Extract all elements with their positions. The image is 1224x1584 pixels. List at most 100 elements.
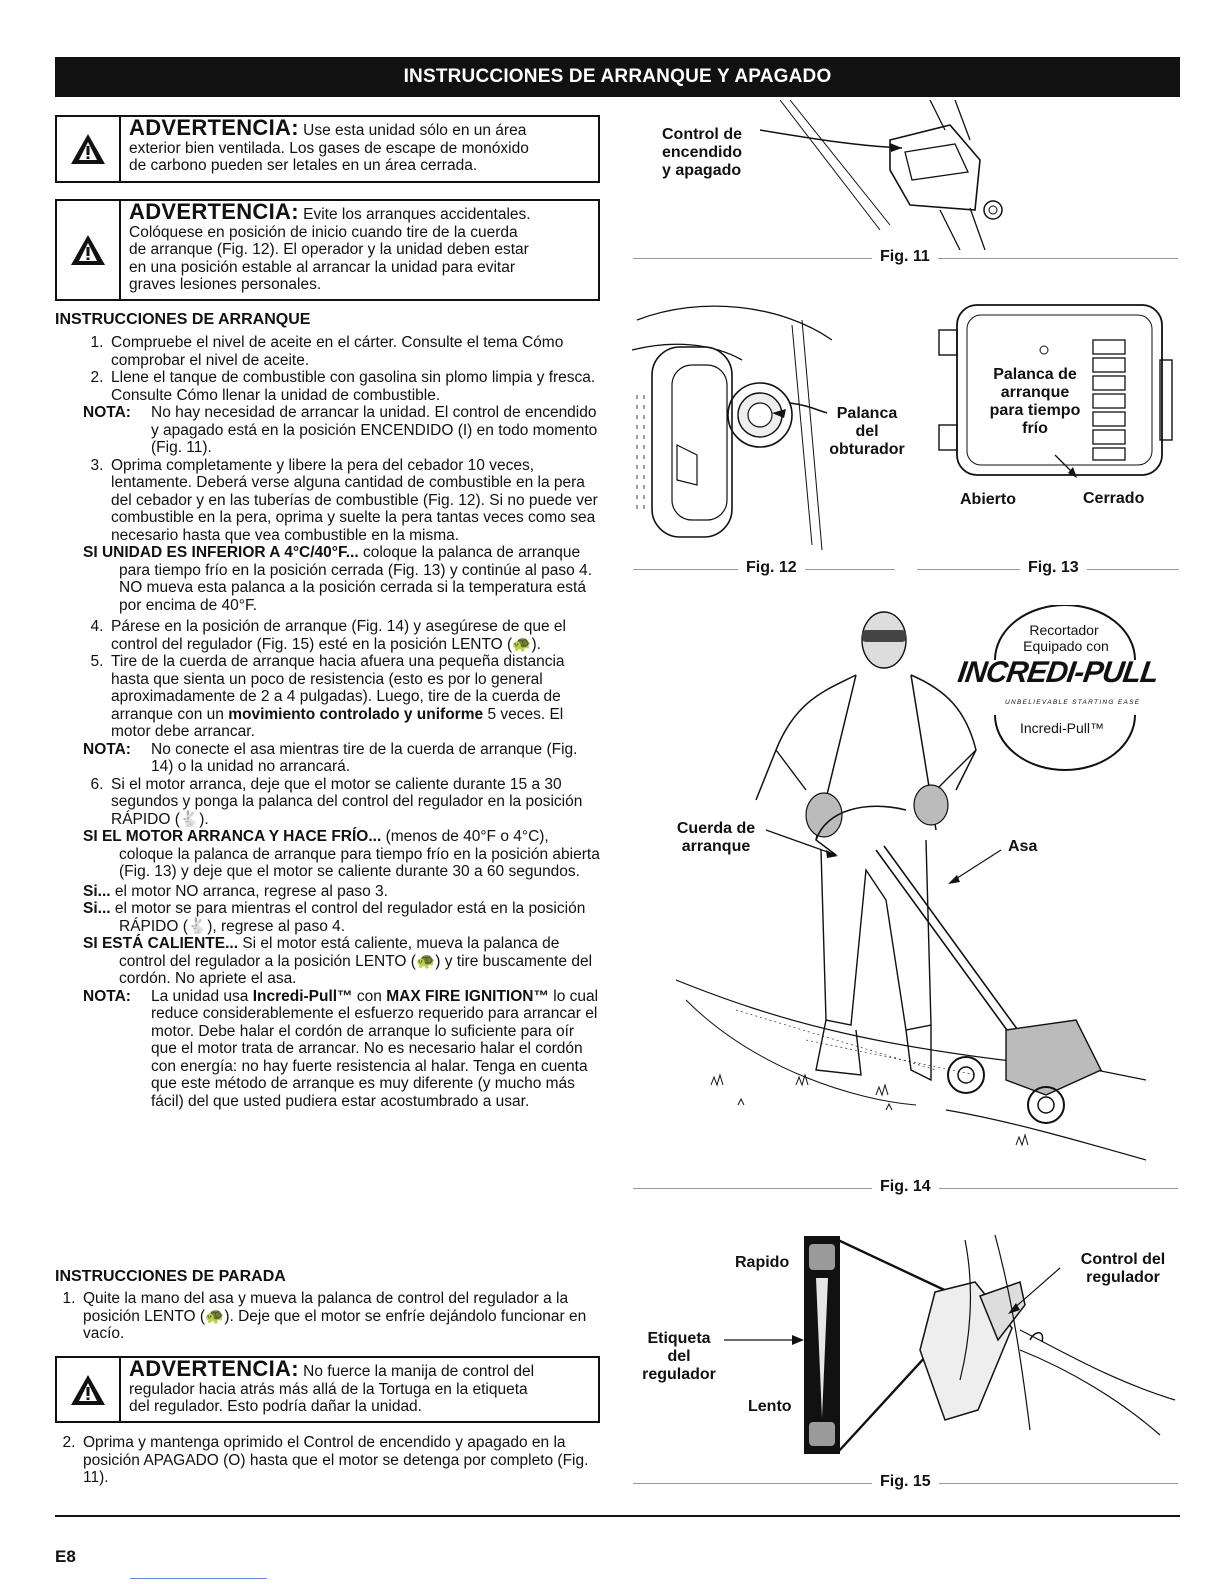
if-condition: Si... el motor se para mientras el contr… xyxy=(55,900,600,935)
fig13-drawing xyxy=(938,304,1173,478)
note-item: NOTA: No conecte el asa mientras tire de … xyxy=(55,741,600,776)
step-number: 5. xyxy=(90,653,104,670)
warning-triangle-icon xyxy=(57,201,121,299)
link-underline xyxy=(130,1578,267,1579)
warning-line: en una posición estable al arrancar la u… xyxy=(129,258,516,276)
step-number: 6. xyxy=(90,775,104,793)
warning-triangle-icon xyxy=(57,1358,121,1421)
fig-label-line: frío xyxy=(1022,420,1048,437)
step-item: 5. Tire de la cuerda de arranque hacia af… xyxy=(55,653,600,741)
note-item: NOTA:No hay necesidad de arrancar la uni… xyxy=(55,404,600,457)
step-number: 3. xyxy=(90,456,104,474)
warning-line: de carbono pueden ser letales en un área… xyxy=(129,157,478,174)
rabbit-icon xyxy=(809,1244,835,1270)
fig15-drawing xyxy=(724,1234,1176,1453)
throttle-decal xyxy=(804,1236,840,1454)
note-text: con xyxy=(356,987,382,1005)
step-number: 2. xyxy=(62,1434,76,1451)
badge-bottom-text: Incredi-Pull™ xyxy=(1020,720,1105,736)
step-text: Tire de la cuerda de arranque hacia afue… xyxy=(111,653,565,723)
warning-title: ADVERTENCIA: xyxy=(129,199,299,224)
fig12-label: Palanca del obturador xyxy=(823,405,911,459)
fig-label-line: regulador xyxy=(1086,1269,1160,1286)
warning-title: ADVERTENCIA: xyxy=(129,1356,299,1381)
badge-line2-text: Equipado con xyxy=(1023,638,1109,654)
note-label: NOTA: xyxy=(83,740,131,758)
fig13-open-label: Abierto xyxy=(960,491,1016,508)
warning-text: Evite los arranques accidentales. xyxy=(303,206,531,223)
step-text: Párese en la posición de arranque (Fig. … xyxy=(111,618,566,653)
fig-label-line: Control del xyxy=(1080,1251,1166,1268)
badge-top-text: Recortador xyxy=(1029,622,1099,638)
warning-line: Colóquese en posición de inicio cuando t… xyxy=(129,223,518,241)
hot-condition: SI ESTÁ CALIENTE... Si el motor está cal… xyxy=(55,935,600,988)
warning-box-throttle: ADVERTENCIA: No fuerce la manija de cont… xyxy=(55,1356,600,1423)
note-label: NOTA: xyxy=(83,404,131,421)
stop-instructions-heading: INSTRUCCIONES DE PARADA xyxy=(55,1268,286,1285)
condition-label: Si... xyxy=(83,900,111,917)
fig-label-line: para tiempo xyxy=(989,402,1081,419)
condition-text: el motor NO arranca, regrese al paso 3. xyxy=(114,882,388,900)
step-text: Oprima y mantenga oprimido el Control de… xyxy=(83,1434,589,1486)
condition-label: SI EL MOTOR ARRANCA Y HACE FRÍO... xyxy=(83,828,382,845)
fig-label-line: y apagado xyxy=(662,162,742,179)
fig14-caption: Fig. 14 xyxy=(872,1178,939,1196)
step-item: 6. Si el motor arranca, deje que el motor… xyxy=(55,776,600,829)
step-bold-text: movimiento controlado y uniforme xyxy=(228,705,484,723)
step-number: 2. xyxy=(90,369,104,386)
badge-brand-text: INCREDI-PULL xyxy=(955,656,1161,689)
fig-label-line: Cuerda de xyxy=(676,820,756,837)
note-label: NOTA: xyxy=(83,987,131,1005)
fig-label-line: del xyxy=(667,1348,691,1365)
turtle-icon xyxy=(809,1422,835,1446)
step-text: Compruebe el nivel de aceite en el cárte… xyxy=(111,334,564,369)
note-text: No conecte el asa mientras tire de la cu… xyxy=(151,740,578,776)
warning-text: No fuerce la manija de control del xyxy=(303,1363,535,1380)
condition-text: coloque la palanca de arranque para tiem… xyxy=(119,544,593,614)
fig-label-line: regulador xyxy=(642,1366,716,1383)
warning-triangle-icon xyxy=(57,117,121,181)
warning-box-exhaust: ADVERTENCIA: Use esta unidad sólo en un … xyxy=(55,115,600,183)
step-text: 5 veces. El motor debe arrancar. xyxy=(111,705,564,741)
note-text: La unidad usa xyxy=(151,987,249,1005)
condition-label: SI ESTÁ CALIENTE... xyxy=(83,935,239,952)
fig12-drawing xyxy=(632,305,832,551)
condition-text: (menos de 40°F o 4°C), coloque la palanc… xyxy=(119,828,600,880)
cold-condition: SI UNIDAD ES INFERIOR A 4°C/40°F... colo… xyxy=(55,544,600,614)
stop-step-2: 2. Oprima y mantenga oprimido el Control … xyxy=(55,1434,600,1487)
footer-rule xyxy=(55,1515,1180,1517)
step-item: 1. Compruebe el nivel de aceite en el cár… xyxy=(55,334,600,369)
fig12-caption: Fig. 12 xyxy=(738,559,805,577)
warning-text: Use esta unidad sólo en un área xyxy=(303,122,527,139)
incredi-pull-badge xyxy=(994,605,1136,771)
step-text: Quite la mano del asa y mueva la palanca… xyxy=(83,1290,587,1342)
step-number: 1. xyxy=(90,334,104,351)
fig-label-line: del xyxy=(855,423,879,440)
warning-line: del regulador. Esto podría dañar la unid… xyxy=(129,1398,422,1415)
warning-box-accidental-start: ADVERTENCIA: Evite los arranques acciden… xyxy=(55,199,600,301)
warning-line: regulador hacia atrás más allá de la Tor… xyxy=(129,1380,528,1398)
cold-start-condition: SI EL MOTOR ARRANCA Y HACE FRÍO... (meno… xyxy=(55,828,600,881)
page-header-title: INSTRUCCIONES DE ARRANQUE Y APAGADO xyxy=(403,66,832,87)
warning-line: graves lesiones personales. xyxy=(129,276,322,293)
fig13-closed-label: Cerrado xyxy=(1083,490,1145,507)
fig11-caption: Fig. 11 xyxy=(872,248,938,266)
if-condition: Si... el motor NO arranca, regrese al pa… xyxy=(55,883,600,901)
fig11-label: Control de encendido y apagado xyxy=(662,126,742,180)
note-item: NOTA:La unidad usa Incredi-Pull™ con MAX… xyxy=(55,988,600,1111)
fig-label-line: Etiqueta xyxy=(647,1330,711,1347)
fig13-label: Palanca de arranque para tiempo frío xyxy=(980,366,1090,438)
warning-line: exterior bien ventilada. Los gases de es… xyxy=(129,139,529,157)
step-text: Si el motor arranca, deje que el motor s… xyxy=(111,775,583,828)
fig15-fast-label: Rapido xyxy=(735,1254,790,1271)
step-item: 4.Párese en la posición de arranque (Fig… xyxy=(55,618,600,653)
fig-label-line: arranque xyxy=(681,838,751,855)
condition-label: Si... xyxy=(83,882,111,900)
condition-text: Si el motor está caliente, mueva la pala… xyxy=(119,935,593,987)
fig15-slow-label: Lento xyxy=(748,1398,792,1415)
step-text: Oprima completamente y libere la pera de… xyxy=(111,456,598,544)
page-header: INSTRUCCIONES DE ARRANQUE Y APAGADO xyxy=(55,57,1180,97)
start-instructions: 1. Compruebe el nivel de aceite en el cár… xyxy=(55,334,600,1110)
note-bold-text: MAX FIRE IGNITION™ xyxy=(386,987,549,1005)
fig14-handle-label: Asa xyxy=(1008,838,1038,855)
